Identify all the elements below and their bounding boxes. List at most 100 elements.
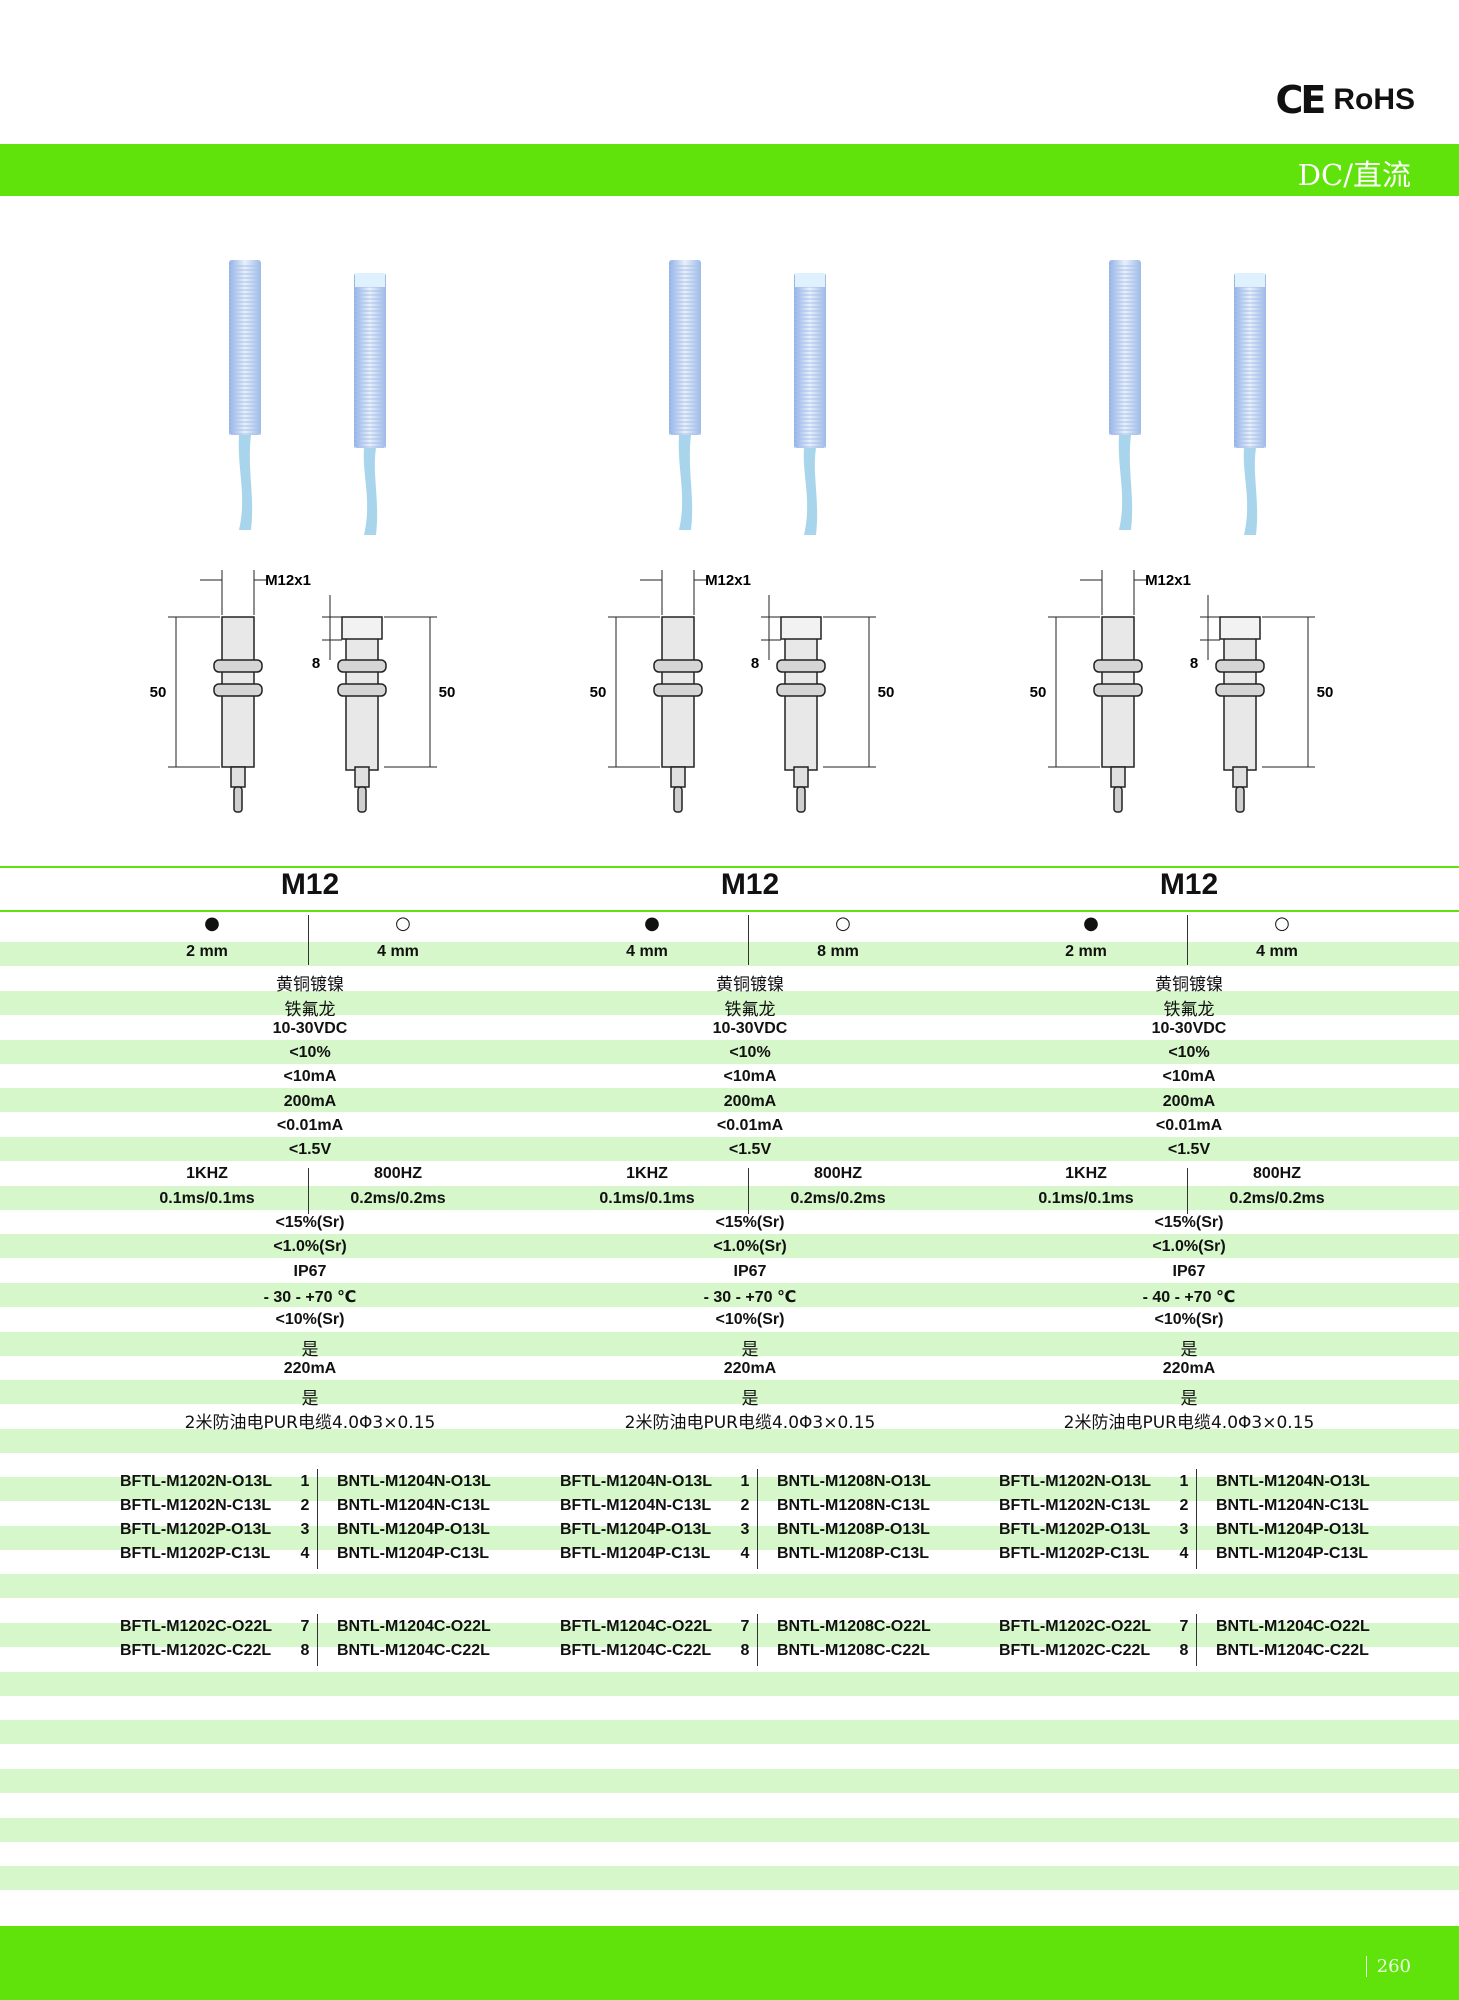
housing-value: 黄铜镀镍 [716, 975, 784, 995]
stripe-row [0, 1672, 1459, 1696]
model-code: BNTL-M1208N-C13L [777, 1497, 930, 1514]
model-code: BNTL-M1208P-O13L [777, 1521, 930, 1538]
stripe-row [0, 1040, 1459, 1064]
model-index: 2 [1179, 1497, 1189, 1514]
voltage-value: 10-30VDC [712, 1020, 788, 1037]
ce-mark: CE [1275, 78, 1326, 122]
stripe-row [0, 1574, 1459, 1598]
hysteresis-value: <15%(Sr) [715, 1214, 785, 1231]
table-rule [0, 910, 1459, 912]
non-flush-mount-icon: ○ [835, 913, 851, 934]
column-divider [308, 1168, 309, 1214]
distance-value: 4 mm [377, 943, 419, 960]
model-index: 7 [300, 1618, 310, 1635]
response-value: 0.1ms/0.1ms [599, 1190, 695, 1207]
stripe-row [0, 1380, 1459, 1404]
model-code: BNTL-M1204N-O13L [337, 1473, 491, 1490]
length-dimension-label: 50 [150, 684, 167, 701]
face-value: 铁氟龙 [1163, 1000, 1215, 1020]
leakage-value: <0.01mA [276, 1117, 344, 1134]
face-value: 铁氟龙 [724, 1000, 776, 1020]
stripe-row [0, 1429, 1459, 1453]
drop-value: <1.5V [1167, 1141, 1211, 1158]
load-value: 200mA [1162, 1093, 1216, 1110]
reverse-value: 是 [741, 1389, 759, 1409]
model-code: BNTL-M1204P-O13L [1216, 1521, 1369, 1538]
model-code: BFTL-M1202C-O22L [120, 1618, 273, 1635]
stripe-row [0, 1234, 1459, 1258]
repeat-value: <1.0%(Sr) [273, 1238, 347, 1255]
model-code: BFTL-M1202C-O22L [999, 1618, 1152, 1635]
stripe-row [0, 1283, 1459, 1307]
cable-value: 2米防油电PUR电缆4.0Φ3×0.15 [1063, 1413, 1315, 1433]
column-divider [757, 1469, 758, 1569]
shortcircuit-value: 是 [301, 1340, 319, 1360]
sensor-photo [1109, 260, 1141, 530]
model-code: BFTL-M1202C-C22L [120, 1642, 272, 1659]
stripe-row [0, 1526, 1459, 1550]
model-code: BNTL-M1204N-O13L [1216, 1473, 1370, 1490]
sensor-photo [354, 273, 386, 535]
column-divider [317, 1614, 318, 1666]
model-code: BNTL-M1208N-O13L [777, 1473, 931, 1490]
stripe-row [0, 1818, 1459, 1842]
repeat-value: <1.0%(Sr) [1152, 1238, 1226, 1255]
model-index: 7 [1179, 1618, 1189, 1635]
stripe-row [0, 1720, 1459, 1744]
flush-mount-icon: ● [204, 913, 220, 934]
drift-value: <10%(Sr) [275, 1311, 345, 1328]
model-code: BNTL-M1208C-O22L [777, 1618, 931, 1635]
freq-value: 800HZ [1252, 1165, 1302, 1182]
leakage-value: <0.01mA [716, 1117, 784, 1134]
sensor-photo [229, 260, 261, 530]
stripe-row [0, 1137, 1459, 1161]
freq-value: 1KHZ [626, 1165, 668, 1182]
model-code: BNTL-M1204C-C22L [1216, 1642, 1369, 1659]
voltage-value: 10-30VDC [272, 1020, 348, 1037]
load-value: 200mA [723, 1093, 777, 1110]
model-index: 2 [740, 1497, 750, 1514]
model-code: BFTL-M1202P-O13L [120, 1521, 272, 1538]
model-index: 3 [300, 1521, 310, 1538]
model-code: BFTL-M1204P-C13L [560, 1545, 711, 1562]
ripple-value: <10% [1168, 1044, 1210, 1061]
section-title: DC/直流 [1297, 158, 1411, 192]
distance-value: 2 mm [186, 943, 228, 960]
temp-value: - 40 - +70 ℃ [1142, 1289, 1236, 1306]
header-bar: DC/直流 [0, 144, 1459, 196]
table-rule [0, 866, 1459, 868]
model-code: BFTL-M1202P-C13L [999, 1545, 1150, 1562]
stripe-row [0, 942, 1459, 966]
column-title: M12 [720, 868, 780, 901]
model-code: BNTL-M1204P-C13L [1216, 1545, 1369, 1562]
flush-mount-icon: ● [644, 913, 660, 934]
column-divider [757, 1614, 758, 1666]
non-flush-mount-icon: ○ [1274, 913, 1290, 934]
certification-marks: CE RoHS [1275, 78, 1415, 122]
model-code: BNTL-M1204C-O22L [1216, 1618, 1370, 1635]
model-index: 7 [740, 1618, 750, 1635]
distance-value: 4 mm [1256, 943, 1298, 960]
shortcircuit-value: 是 [1180, 1340, 1198, 1360]
model-code: BFTL-M1202N-C13L [120, 1497, 272, 1514]
ripple-value: <10% [729, 1044, 771, 1061]
model-index: 4 [1179, 1545, 1189, 1562]
column-divider [1187, 1168, 1188, 1214]
model-index: 2 [300, 1497, 310, 1514]
stripe-row [0, 1477, 1459, 1501]
model-code: BFTL-M1204C-C22L [560, 1642, 712, 1659]
surge-value: 220mA [283, 1360, 337, 1377]
model-code: BNTL-M1204P-C13L [337, 1545, 490, 1562]
footer-bar [0, 1926, 1459, 2000]
drift-value: <10%(Sr) [715, 1311, 785, 1328]
rohs-mark: RoHS [1333, 83, 1415, 116]
model-index: 3 [740, 1521, 750, 1538]
housing-value: 黄铜镀镍 [1155, 975, 1223, 995]
column-divider [1196, 1614, 1197, 1666]
reverse-value: 是 [1180, 1389, 1198, 1409]
model-index: 1 [1179, 1473, 1189, 1490]
drop-value: <1.5V [288, 1141, 332, 1158]
sensor-photo [1234, 273, 1266, 535]
leakage-value: <0.01mA [1155, 1117, 1223, 1134]
flush-mount-icon: ● [1083, 913, 1099, 934]
